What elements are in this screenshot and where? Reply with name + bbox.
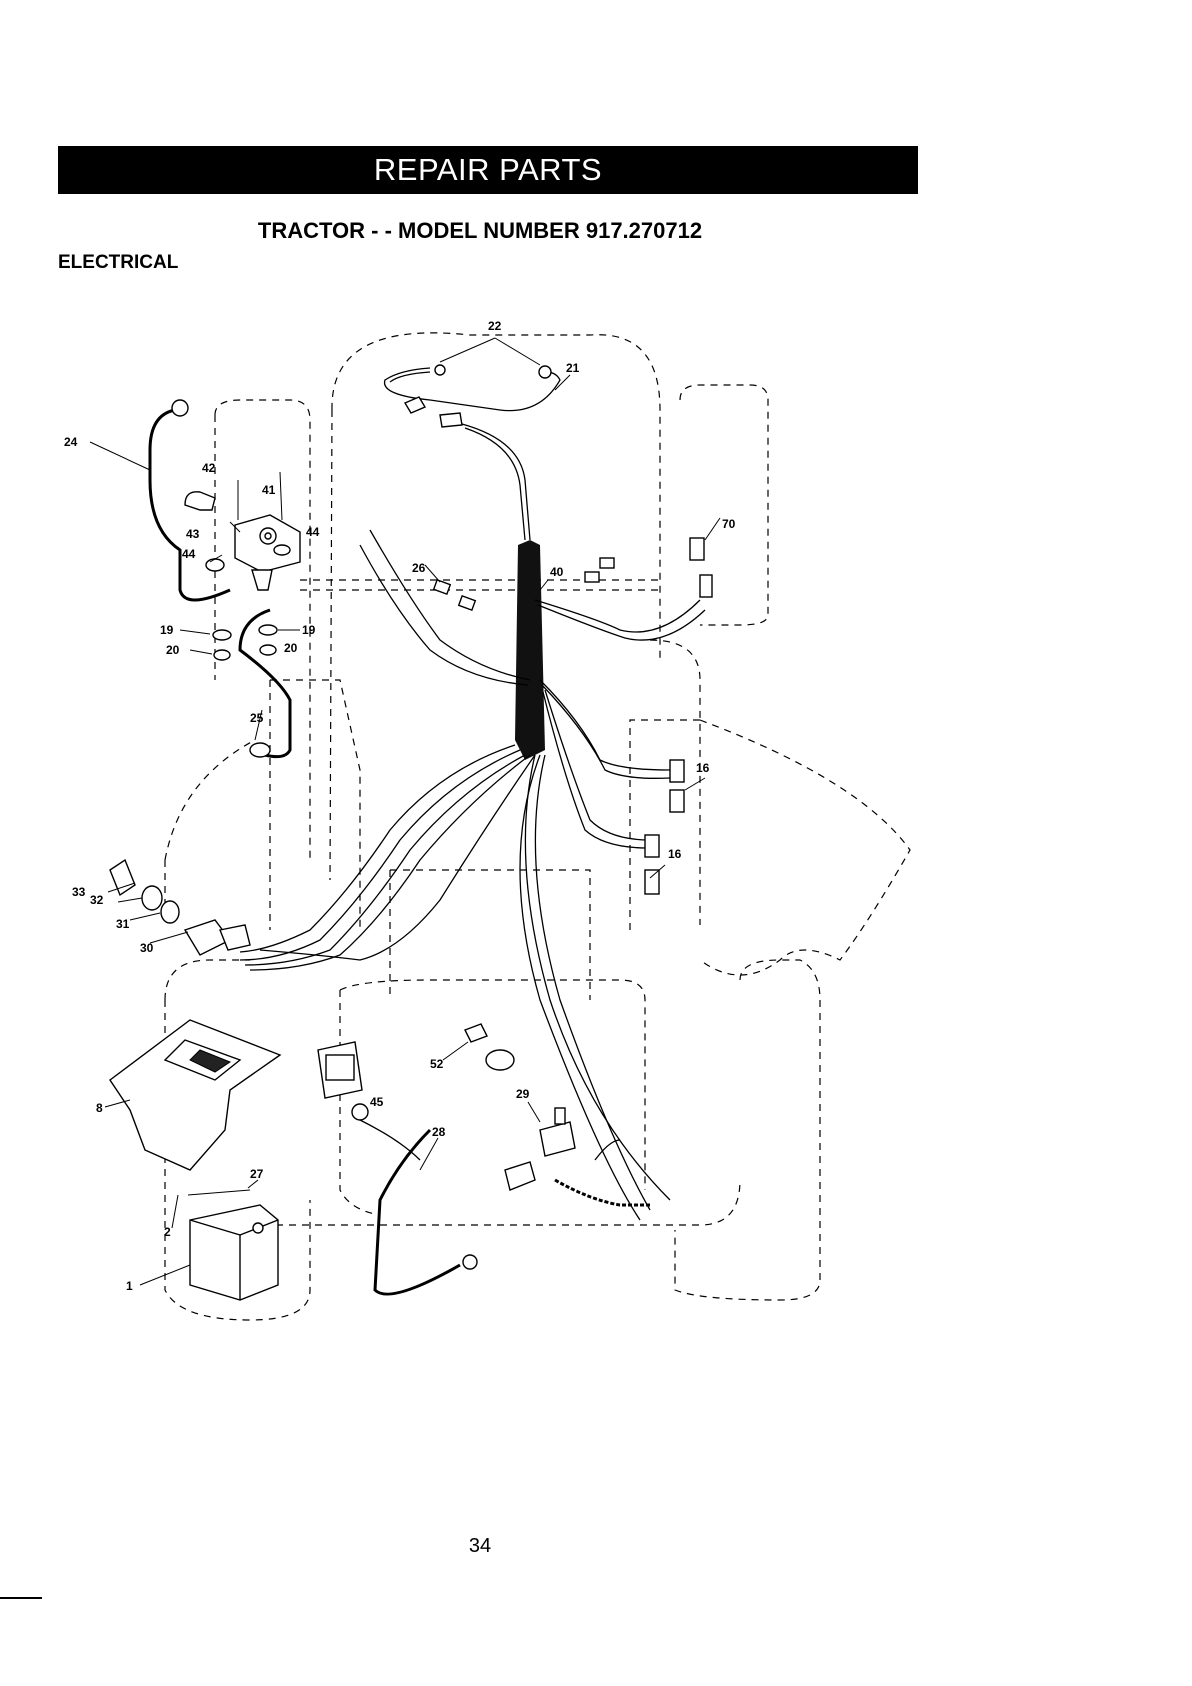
callout-44-left: 44 <box>182 547 196 561</box>
callout-40: 40 <box>550 565 564 579</box>
callout-43: 43 <box>186 527 200 541</box>
footer-rule <box>0 1597 42 1599</box>
callout-42: 42 <box>202 461 216 475</box>
callout-32: 32 <box>90 893 104 907</box>
callout-20-right: 20 <box>284 641 298 655</box>
callout-24: 24 <box>64 435 78 449</box>
section-heading: ELECTRICAL <box>58 252 178 274</box>
callout-2: 2 <box>164 1225 171 1239</box>
battery-assembly <box>110 1020 280 1300</box>
callout-29: 29 <box>516 1087 530 1101</box>
callout-19-right: 19 <box>302 623 316 637</box>
callout-41: 41 <box>262 483 276 497</box>
callout-30: 30 <box>140 941 154 955</box>
callout-8: 8 <box>96 1101 103 1115</box>
callout-27: 27 <box>250 1167 264 1181</box>
accessory-parts <box>318 1024 650 1294</box>
ignition-switch <box>110 860 250 955</box>
banner-title: REPAIR PARTS <box>374 152 602 188</box>
headlight-harness <box>385 365 560 540</box>
callout-21: 21 <box>566 361 580 375</box>
model-subtitle: TRACTOR - - MODEL NUMBER 917.270712 <box>0 218 960 244</box>
tractor-outline <box>165 333 910 1320</box>
callout-44-right: 44 <box>306 525 320 539</box>
callout-70: 70 <box>722 517 736 531</box>
callout-1: 1 <box>126 1279 133 1293</box>
callout-22: 22 <box>488 319 502 333</box>
callout-16-upper: 16 <box>696 761 710 775</box>
callout-25: 25 <box>250 711 264 725</box>
page-number: 34 <box>0 1535 960 1558</box>
electrical-wiring-diagram: 22 21 24 42 41 43 44 44 70 26 40 19 20 1… <box>0 300 1192 1450</box>
repair-parts-banner: REPAIR PARTS <box>58 146 918 194</box>
callout-31: 31 <box>116 917 130 931</box>
callout-45: 45 <box>370 1095 384 1109</box>
callout-33: 33 <box>72 885 86 899</box>
callout-52: 52 <box>430 1057 444 1071</box>
callout-28: 28 <box>432 1125 446 1139</box>
callout-20-left: 20 <box>166 643 180 657</box>
callout-19-left: 19 <box>160 623 174 637</box>
callout-26: 26 <box>412 561 426 575</box>
connectors <box>434 538 712 894</box>
callout-16-lower: 16 <box>668 847 682 861</box>
